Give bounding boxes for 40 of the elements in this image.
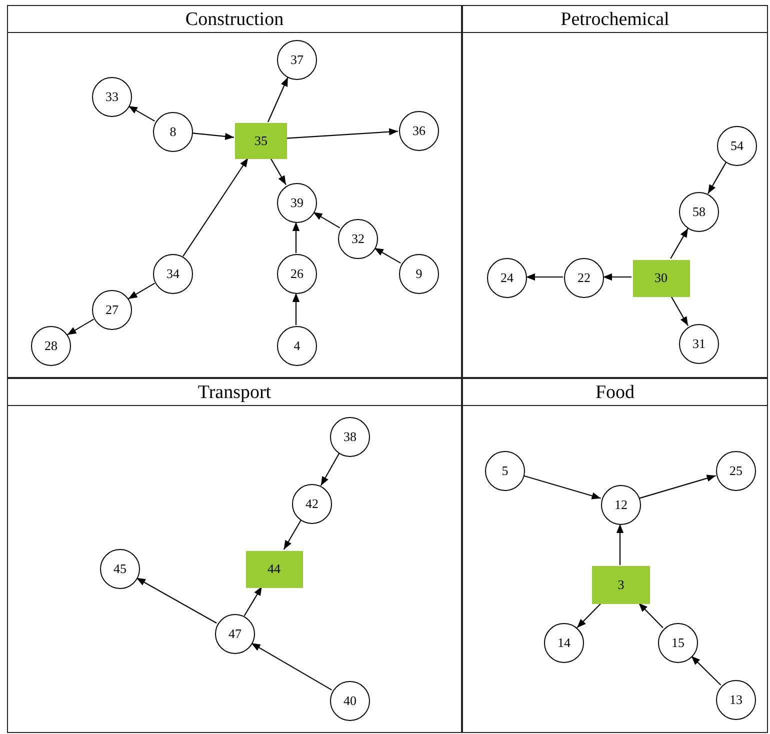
arrow: [292, 222, 300, 253]
arrow: [136, 577, 217, 624]
arrow: [312, 212, 340, 228]
arrow: [526, 273, 563, 281]
highlight-box: 3: [592, 566, 650, 604]
arrow: [576, 602, 602, 628]
table-cell: [462, 5, 768, 378]
arrow: [128, 282, 156, 300]
arrow: [670, 295, 688, 326]
arrow: [270, 158, 286, 185]
arrow: [251, 642, 332, 690]
table-cell: [7, 378, 462, 733]
arrow: [639, 474, 716, 499]
panel-heading: Construction: [185, 10, 284, 28]
arrow: [292, 293, 300, 325]
panel-heading: Transport: [198, 382, 272, 402]
panel-heading: Food: [595, 382, 635, 402]
arrow: [182, 158, 249, 257]
arrow: [192, 132, 234, 140]
highlight-box: 30: [632, 260, 690, 296]
arrow: [286, 128, 398, 139]
arrow: [244, 586, 262, 616]
arrow: [523, 475, 601, 500]
arrow: [670, 228, 688, 259]
highlight-box: 35: [235, 123, 287, 159]
arrow: [128, 105, 155, 122]
arrow: [638, 602, 664, 628]
arrow: [603, 273, 632, 281]
arrow: [616, 524, 624, 565]
arrow: [690, 656, 722, 686]
highlight-box: 44: [246, 550, 302, 588]
panel-heading: Petrochemical: [560, 10, 670, 28]
arrow: [283, 520, 302, 550]
arrow: [268, 77, 288, 122]
arrow: [66, 318, 94, 336]
table-cell: [7, 5, 462, 378]
table-cell: [462, 378, 768, 733]
arrow: [708, 162, 726, 194]
arrow: [374, 247, 401, 264]
arrow: [320, 453, 340, 486]
